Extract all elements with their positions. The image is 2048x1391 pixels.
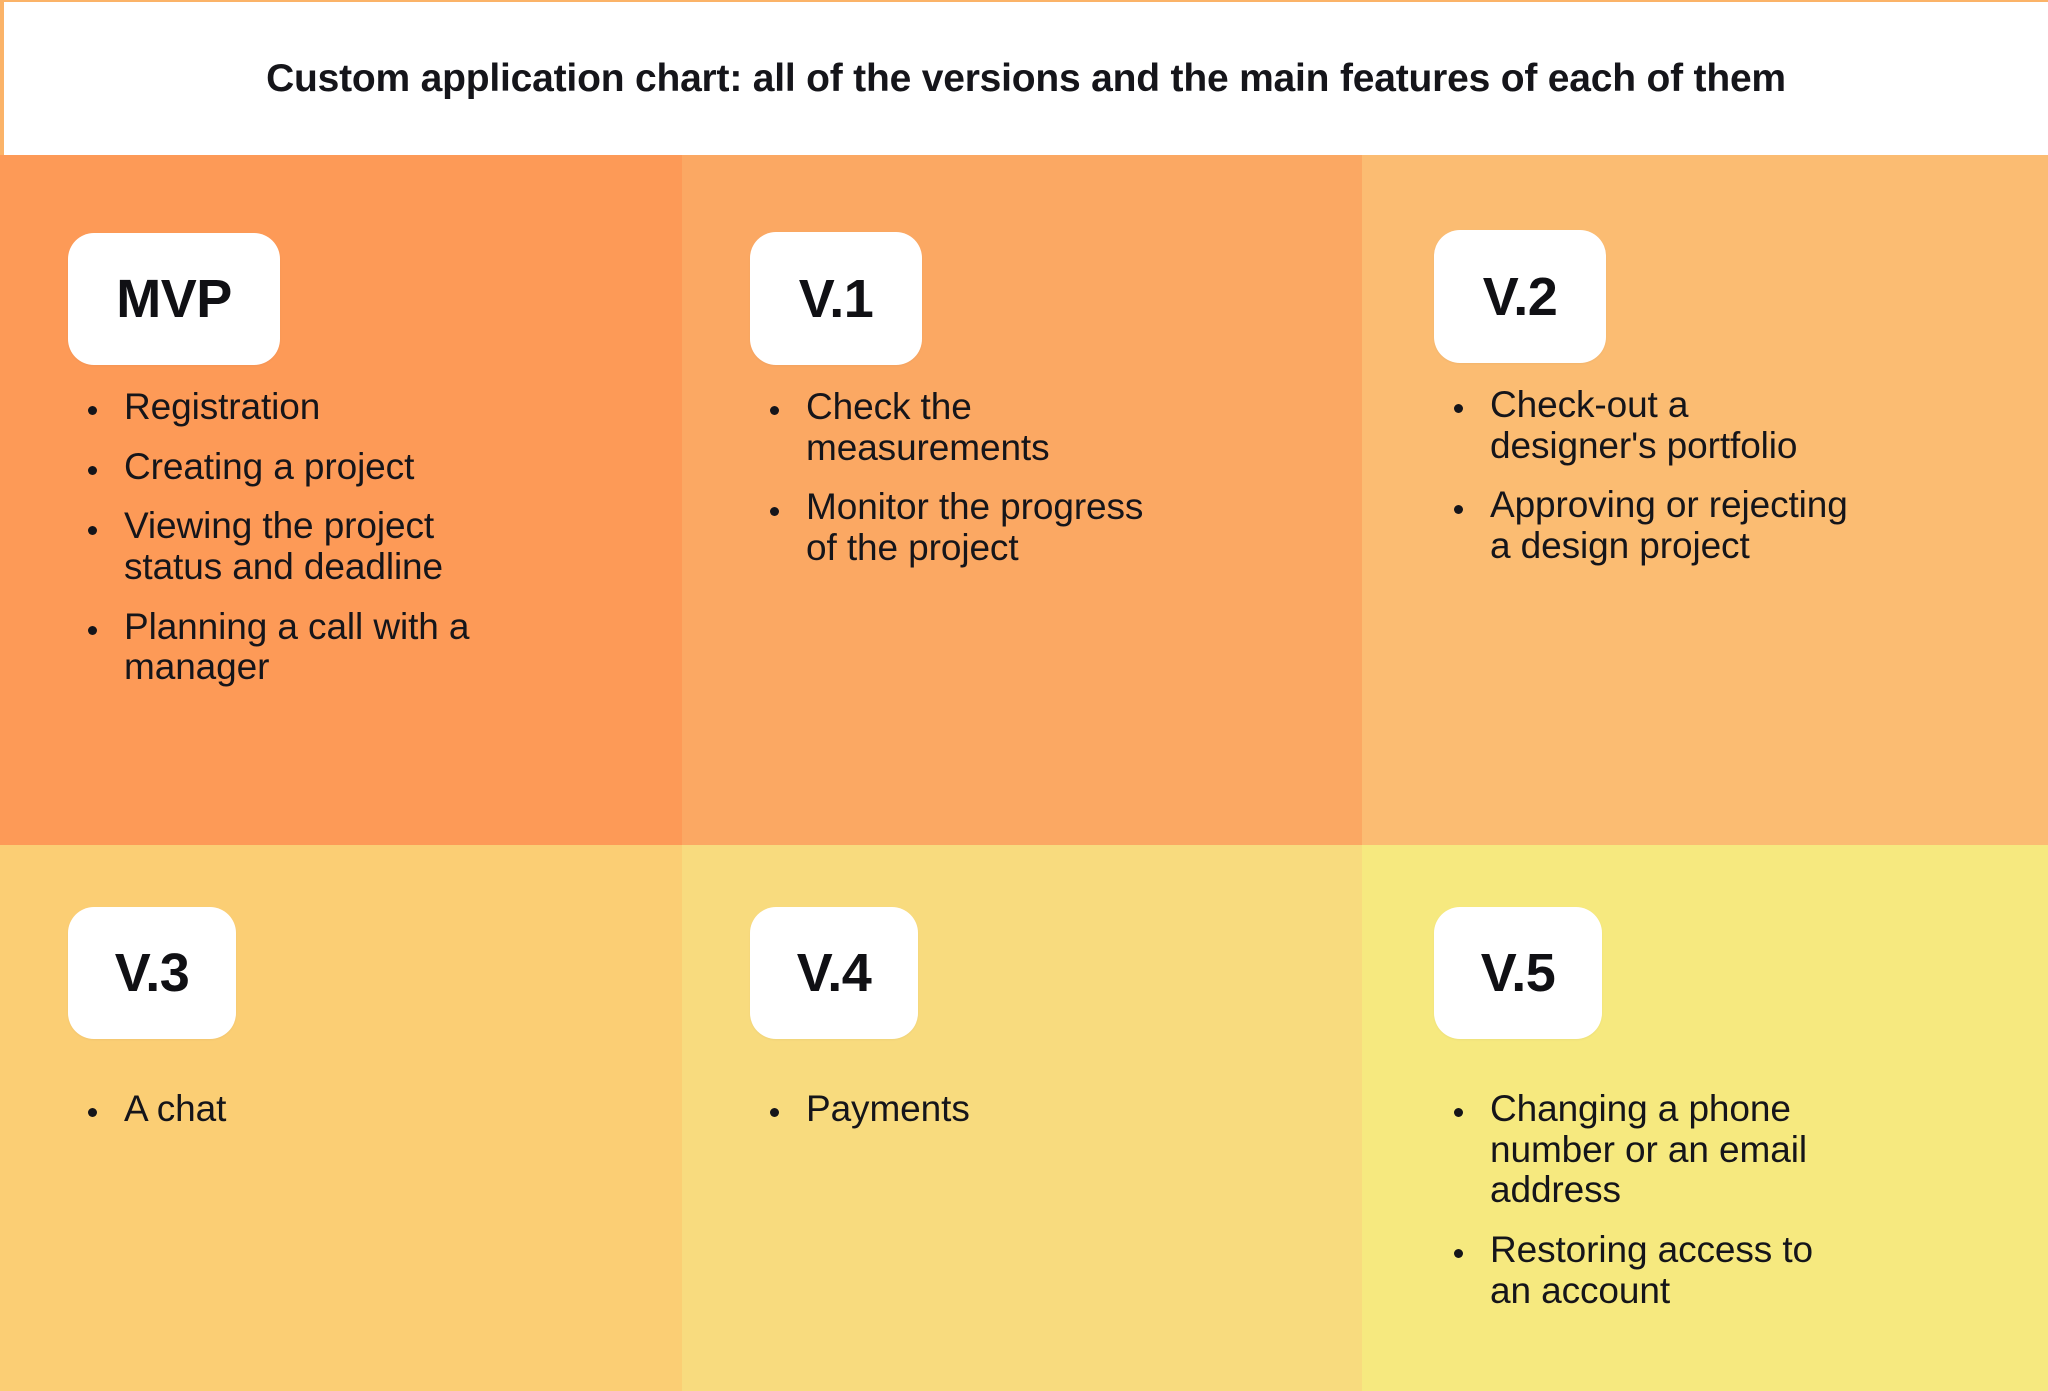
feature-item: Check-out a designer's portfolio (1444, 384, 1864, 466)
bullet-dot-icon (1454, 1249, 1463, 1259)
version-badge-v1[interactable]: V.1 (750, 232, 922, 365)
feature-item: Viewing the project status and deadline (78, 506, 508, 587)
version-badge-v5[interactable]: V.5 (1434, 907, 1602, 1039)
cell-background-v4: V.4 Payments (682, 845, 1362, 1391)
feature-item: Check the measurements (760, 386, 1180, 468)
version-badge-v4[interactable]: V.4 (750, 907, 918, 1039)
feature-item: Registration (78, 386, 508, 428)
version-grid: MVP Registration Creating a project View… (0, 155, 2048, 1391)
page-title: Custom application chart: all of the ver… (266, 56, 1786, 100)
feature-item: Restoring access to an account (1444, 1229, 1864, 1311)
version-badge-label: V.5 (1480, 943, 1556, 1003)
bullet-dot-icon (1454, 404, 1463, 414)
version-cell-v2[interactable]: V.2 Check-out a designer's portfolio App… (1362, 155, 2048, 845)
version-badge-label: V.1 (798, 268, 874, 329)
bullet-dot-icon (1454, 504, 1463, 514)
version-cell-v1[interactable]: V.1 Check the measurements Monitor the p… (682, 155, 1362, 845)
cell-background-mvp: MVP Registration Creating a project View… (0, 155, 682, 845)
feature-text: A chat (124, 1088, 227, 1129)
feature-text: Payments (806, 1088, 970, 1129)
feature-text: Registration (124, 386, 321, 427)
cell-background-v1: V.1 Check the measurements Monitor the p… (682, 155, 1362, 845)
bullet-dot-icon (88, 465, 97, 475)
feature-list-v4: Payments (760, 1088, 1190, 1130)
feature-text: Monitor the progress of the project (806, 486, 1144, 569)
feature-item: Approving or rejecting a design project (1444, 485, 1864, 566)
feature-text: Planning a call with a manager (124, 605, 470, 688)
chart-header: Custom application chart: all of the ver… (0, 0, 2048, 155)
version-badge-label: V.3 (114, 943, 190, 1003)
version-cell-v4[interactable]: V.4 Payments (682, 845, 1362, 1391)
feature-list-v3: A chat (78, 1088, 508, 1130)
bullet-dot-icon (770, 506, 779, 516)
cell-background-v5: V.5 Changing a phone number or an email … (1362, 845, 2048, 1391)
feature-text: Creating a project (124, 445, 415, 487)
cell-background-v2: V.2 Check-out a designer's portfolio App… (1362, 155, 2048, 845)
version-badge-v3[interactable]: V.3 (68, 907, 236, 1039)
feature-text: Approving or rejecting a design project (1490, 484, 1848, 567)
feature-item: Payments (760, 1088, 1190, 1130)
version-badge-v2[interactable]: V.2 (1434, 230, 1606, 363)
feature-text: Viewing the project status and deadline (124, 505, 444, 588)
feature-text: Changing a phone number or an email addr… (1490, 1088, 1807, 1211)
bullet-dot-icon (88, 625, 97, 635)
version-badge-label: V.2 (1482, 266, 1558, 327)
version-cell-v5[interactable]: V.5 Changing a phone number or an email … (1362, 845, 2048, 1391)
feature-text: Check-out a designer's portfolio (1490, 384, 1798, 466)
version-badge-label: V.4 (796, 943, 872, 1003)
feature-text: Check the measurements (806, 386, 1050, 468)
bullet-dot-icon (1454, 1108, 1463, 1118)
version-cell-mvp[interactable]: MVP Registration Creating a project View… (0, 155, 682, 845)
bullet-dot-icon (770, 406, 779, 416)
feature-list-v2: Check-out a designer's portfolio Approvi… (1444, 384, 1864, 567)
feature-list-v1: Check the measurements Monitor the progr… (760, 386, 1180, 569)
feature-text: Restoring access to an account (1490, 1229, 1814, 1311)
feature-item: Monitor the progress of the project (760, 487, 1180, 568)
version-cell-v3[interactable]: V.3 A chat (0, 845, 682, 1391)
bullet-dot-icon (88, 1108, 97, 1118)
bullet-dot-icon (770, 1108, 779, 1118)
cell-background-v3: V.3 A chat (0, 845, 682, 1391)
bullet-dot-icon (88, 406, 97, 416)
feature-list-v5: Changing a phone number or an email addr… (1444, 1088, 1864, 1311)
version-badge-label: MVP (116, 269, 232, 329)
feature-item: Planning a call with a manager (78, 605, 508, 688)
bullet-dot-icon (88, 525, 97, 535)
feature-item: Changing a phone number or an email addr… (1444, 1088, 1864, 1211)
feature-item: A chat (78, 1088, 508, 1130)
feature-item: Creating a project (78, 445, 508, 488)
version-badge-mvp[interactable]: MVP (68, 233, 280, 365)
feature-list-mvp: Registration Creating a project Viewing … (78, 386, 508, 688)
